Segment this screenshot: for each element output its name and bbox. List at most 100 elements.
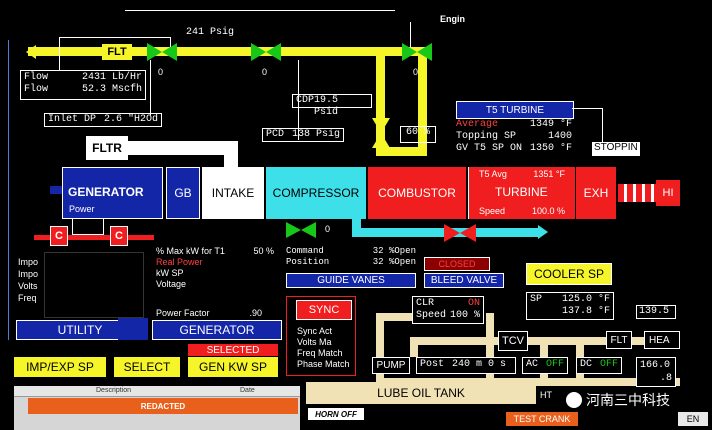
t5-turbine-title[interactable]: T5 TURBINE <box>456 101 574 119</box>
t5-average-label: Average <box>456 119 499 130</box>
imp-exp-sp-button[interactable]: IMP/EXP SP <box>14 357 106 377</box>
generator-block[interactable]: GENERATOR Power <box>62 167 163 219</box>
ac-label: AC <box>526 359 539 370</box>
fuel-pipe-down <box>376 47 385 147</box>
cooler-side-value: 139.5 <box>636 305 676 319</box>
guide-vane-valve-icon[interactable] <box>286 222 316 238</box>
sync-line: Phase Match <box>297 359 350 369</box>
pump-label[interactable]: PUMP <box>372 357 410 374</box>
cyan-pipe-down <box>352 219 361 233</box>
hi-indicator[interactable]: HI <box>656 180 680 206</box>
pcd-label: PCD <box>266 129 285 140</box>
flow-scfh-value: 52.3 Mscfh <box>81 84 142 95</box>
tcv-label[interactable]: TCV <box>498 331 528 351</box>
t5-topping-label: Topping SP <box>456 131 517 142</box>
line <box>298 60 299 140</box>
cyan-arrow <box>538 225 548 239</box>
utility-line: Freq <box>18 293 37 303</box>
alarm-header-description: Description <box>96 387 132 394</box>
gv-command-label: Command <box>286 246 324 256</box>
fuel-pipe-main <box>28 47 418 56</box>
lube-oil-tank[interactable]: LUBE OIL TANK <box>306 382 536 404</box>
utility-title[interactable]: UTILITY <box>16 320 144 340</box>
utility-lines: Impo Impo Volts Freq <box>18 256 38 304</box>
bleed-valve-icon[interactable] <box>444 224 476 242</box>
compressor-block[interactable]: COMPRESSOR <box>266 167 366 219</box>
alarm-table-header: Description Date <box>14 386 300 397</box>
line <box>72 219 104 235</box>
pf-label: Power Factor <box>156 308 210 318</box>
c-indicator-2[interactable]: C <box>110 226 128 246</box>
c-indicator-1[interactable]: C <box>50 226 68 246</box>
line <box>59 37 170 38</box>
bypass-valve-icon[interactable] <box>372 118 390 148</box>
cooler-sp-label: SP <box>530 294 543 305</box>
cooler-sp-title[interactable]: COOLER SP <box>526 263 612 285</box>
combustor-block[interactable]: COMBUSTOR <box>368 167 466 219</box>
select-button[interactable]: SELECT <box>114 357 180 377</box>
fltr-label[interactable]: FLTR <box>86 136 128 160</box>
alarm-row-redacted[interactable]: REDACTED <box>28 398 298 414</box>
bleed-valve-title[interactable]: BLEED VALVE <box>424 273 504 288</box>
guide-vanes-title[interactable]: GUIDE VANES <box>286 273 416 288</box>
watermark-text: 河南三中科技 <box>586 392 670 408</box>
utility-line: Volts <box>18 281 38 291</box>
clr-status: ON <box>467 298 480 309</box>
line <box>125 10 395 11</box>
clr-label: CLR <box>416 298 435 309</box>
flow-scfh-label: Flow <box>24 84 49 95</box>
en-button[interactable]: EN <box>678 412 708 426</box>
sync-frame <box>286 296 356 376</box>
exhaust-block[interactable]: EXH <box>576 167 616 219</box>
inlet-dp-label: Inlet DP <box>48 114 97 125</box>
fuel-valve-3-icon[interactable] <box>402 43 432 61</box>
generator-panel-title[interactable]: GENERATOR <box>152 320 282 340</box>
fuel-filter-label[interactable]: FLT <box>102 44 132 60</box>
line <box>50 186 62 194</box>
line <box>150 60 151 115</box>
alarm-table: Description Date REDACTED <box>14 386 300 430</box>
lube-pipe-v2 <box>486 313 494 379</box>
fuel-valve-1-icon[interactable] <box>147 43 177 61</box>
bleed-valve-status: CLOSED <box>424 257 490 271</box>
generator-block-label: GENERATOR <box>68 185 144 199</box>
max-kw-value: 50 % <box>253 246 274 256</box>
line <box>572 108 602 109</box>
gearbox-block[interactable]: GB <box>166 167 200 219</box>
cooler-sp-value: 125.0 °F <box>561 294 610 305</box>
dc-label: DC <box>580 359 593 370</box>
pf-value: .90 <box>249 308 262 318</box>
voltage-label: Voltage <box>156 279 187 289</box>
utility-line: Impo <box>18 257 39 267</box>
sync-title[interactable]: SYNC <box>296 300 352 320</box>
gen-kw-sp-button[interactable]: GEN KW SP <box>188 357 278 377</box>
test-crank-button[interactable]: TEST CRANK <box>506 412 578 426</box>
fuel-pipe-down-2 <box>418 47 427 155</box>
lube-pipe-v3 <box>410 337 418 357</box>
lube-flt-label[interactable]: FLT <box>606 331 632 349</box>
real-power-label: Real Power <box>156 257 203 267</box>
heater-label[interactable]: HEA <box>644 331 680 349</box>
cooler-temp-value: 137.8 °F <box>561 306 610 317</box>
stopping-label[interactable]: STOPPIN <box>592 142 640 156</box>
line <box>118 318 148 340</box>
red-pipe <box>34 235 154 240</box>
exhaust-stack <box>618 184 656 202</box>
intake-block[interactable]: INTAKE <box>202 167 264 219</box>
sync-line: Freq Match <box>297 348 343 358</box>
alarm-header-date: Date <box>240 387 255 394</box>
gv-position-label: Position <box>286 257 330 267</box>
ac-pump-box[interactable]: AC OFF <box>522 357 568 374</box>
horn-off-button[interactable]: HORN OFF <box>308 408 364 420</box>
fuel-valve-2-icon[interactable] <box>251 43 281 61</box>
line <box>170 37 171 47</box>
t5-gv-value: 1350 °F <box>529 143 572 154</box>
lube-pipe-h1 <box>376 313 412 321</box>
ac-status: OFF <box>545 359 564 370</box>
